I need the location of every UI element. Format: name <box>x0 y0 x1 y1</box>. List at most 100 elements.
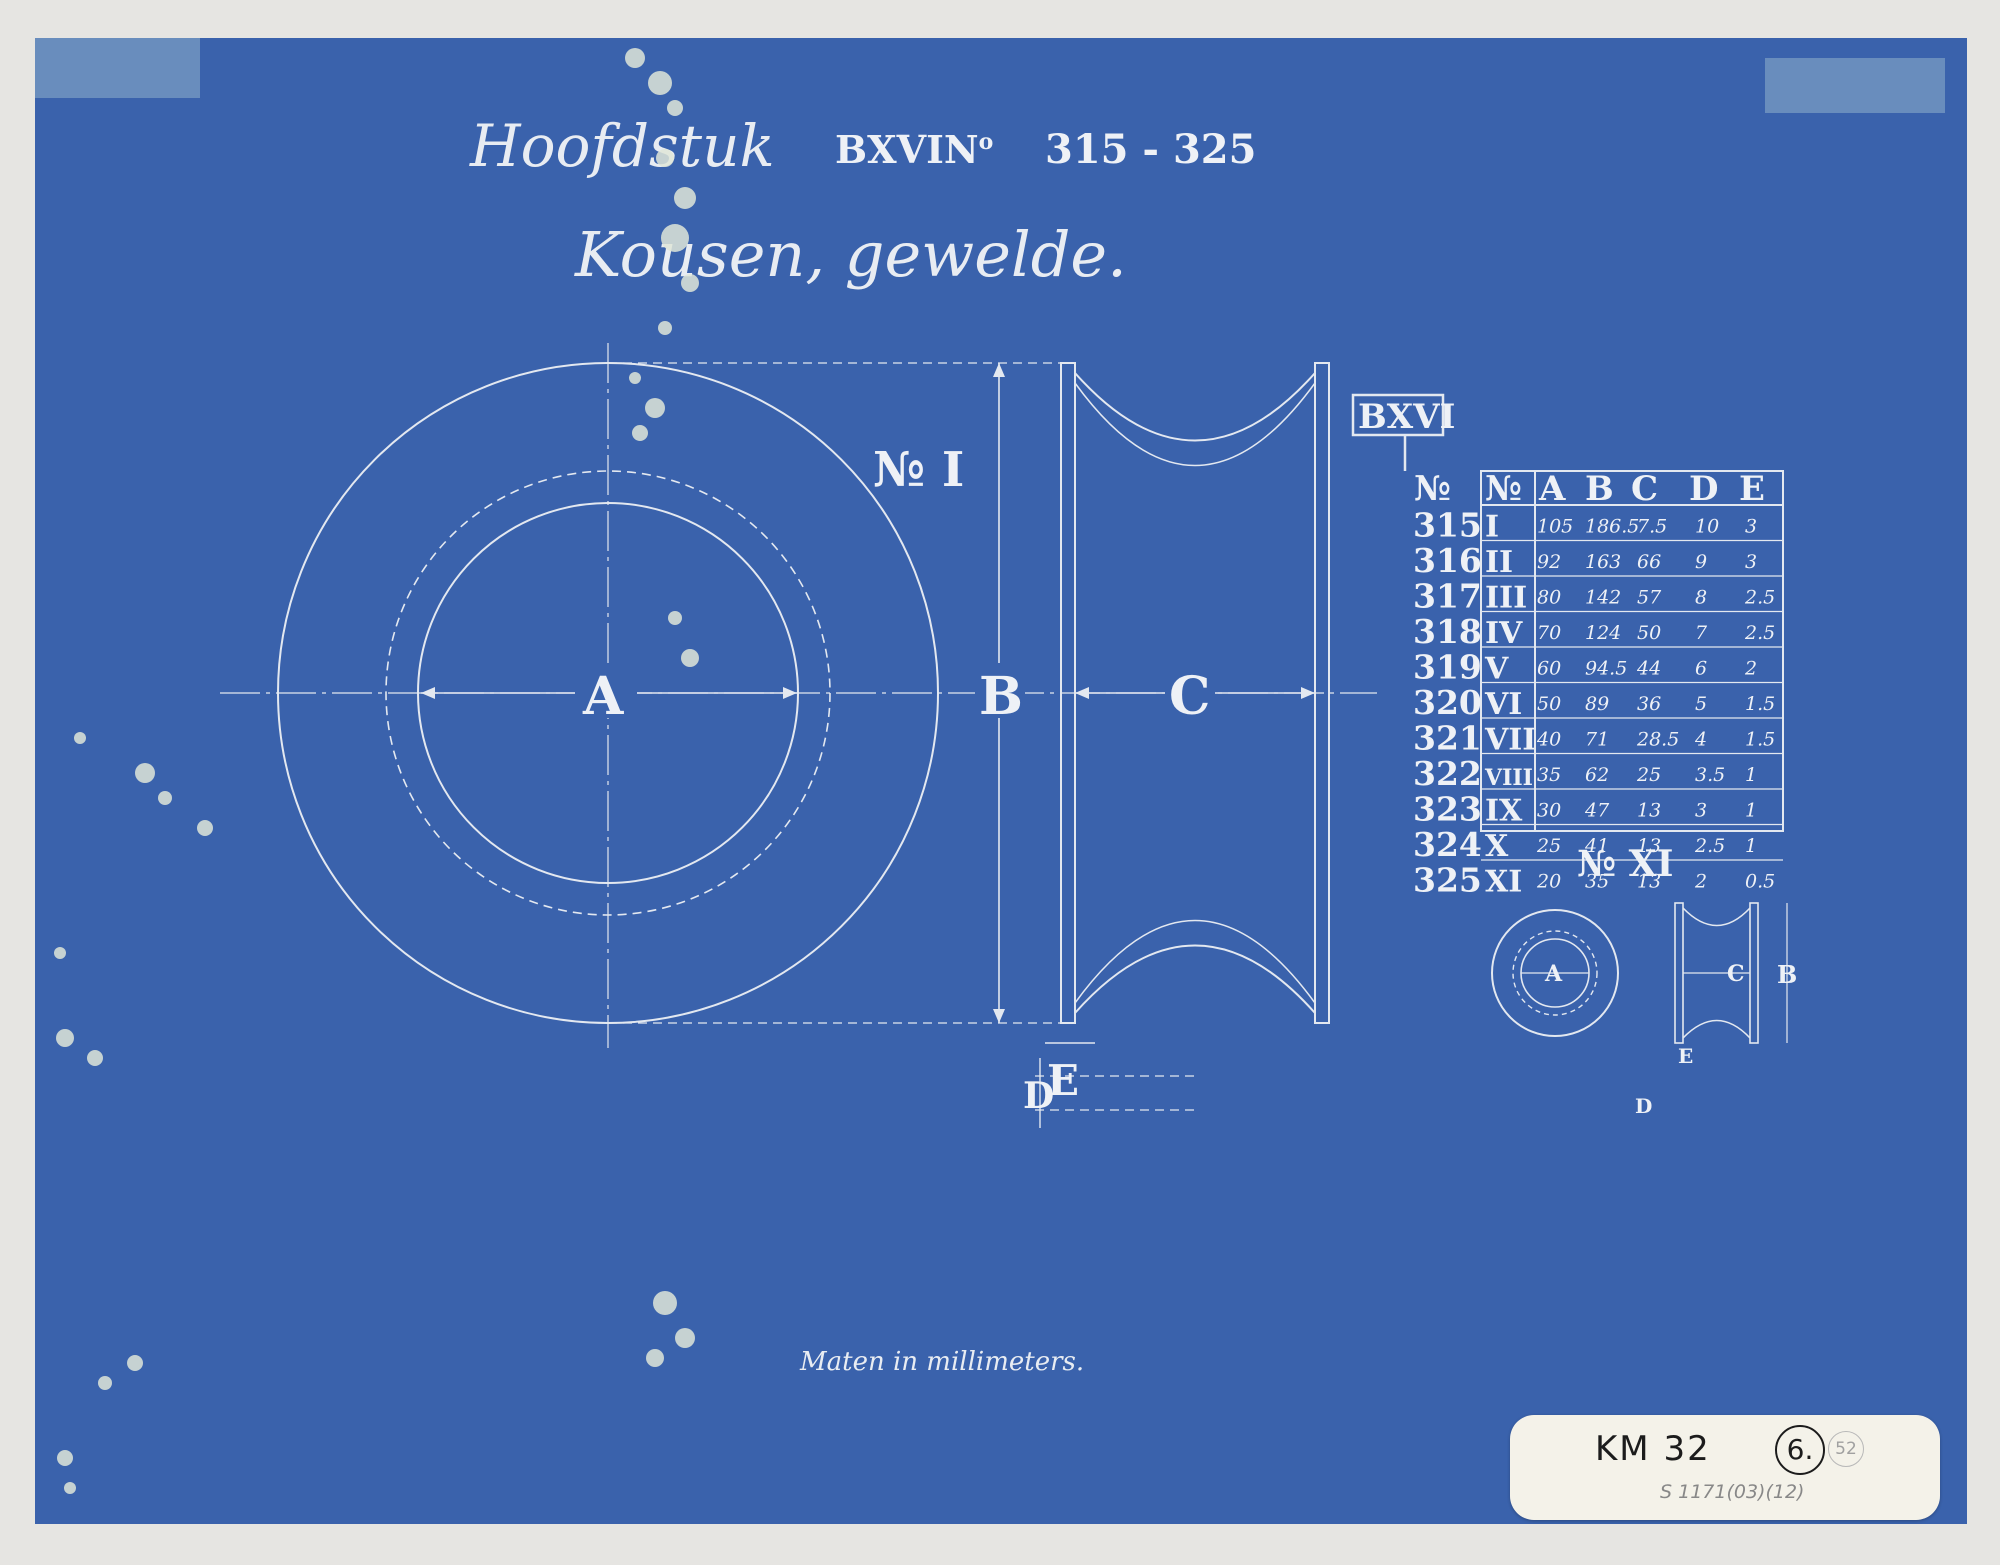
table-cell-c: 13 <box>1637 800 1661 822</box>
table-cell-a: 25 <box>1536 835 1561 857</box>
table-cell-b: 89 <box>1585 693 1609 715</box>
units-note: Maten in millimeters. <box>799 1347 1084 1377</box>
table-cell-b: 94.5 <box>1585 658 1627 680</box>
table-row-number: 315 <box>1413 506 1482 545</box>
bleach-spot <box>681 274 699 292</box>
title-code: BXVINo <box>835 127 993 172</box>
table-cell-b: 47 <box>1584 800 1610 822</box>
table-row-number: 324 <box>1413 825 1482 864</box>
bleach-spot <box>98 1376 112 1390</box>
table-cell-d: 8 <box>1695 587 1707 609</box>
table-cell-d: 2.5 <box>1694 835 1725 857</box>
table-group-label: BXVI <box>1358 397 1455 437</box>
table-row-roman: XI <box>1485 865 1522 900</box>
table-row-roman: VI <box>1484 687 1522 722</box>
dim-b-label-bg <box>975 663 1025 718</box>
small-bottom-groove <box>1682 1019 1751 1039</box>
bleach-spot <box>158 791 172 805</box>
subtitle: Kousen, gewelde. <box>574 218 1127 291</box>
table-cell-c: 36 <box>1637 693 1661 715</box>
bleach-spot <box>54 947 66 959</box>
table-row-roman: III <box>1485 581 1527 616</box>
blueprint-sheet: Hoofdstuk BXVINo 315 - 325 Kousen, gewel… <box>35 38 1967 1524</box>
table-header-cell: B <box>1585 469 1614 509</box>
dim-e-label: E <box>1047 1056 1079 1105</box>
table-cell-a: 105 <box>1537 516 1573 538</box>
archive-label: KM 32 6. 52 S 1171(03)(12) <box>1510 1415 1940 1520</box>
table-cell-d: 5 <box>1695 693 1707 715</box>
table-cell-c: 66 <box>1637 551 1661 573</box>
bleach-spot <box>674 187 696 209</box>
table-cell-c: 13 <box>1637 871 1661 893</box>
table-cell-a: 30 <box>1537 800 1561 822</box>
table-cell-c: 50 <box>1637 622 1661 644</box>
dim-b-arrow-top <box>993 363 1005 377</box>
table-cell-d: 7 <box>1695 622 1708 644</box>
table-row-roman: X <box>1485 829 1509 864</box>
bleach-spot <box>646 1349 664 1367</box>
small-left-flange <box>1674 902 1684 1044</box>
table-cell-d: 9 <box>1695 551 1707 573</box>
dim-b-arrow-bottom <box>993 1009 1005 1023</box>
bleach-spot <box>629 372 641 384</box>
bleach-spot <box>197 820 213 836</box>
table-cell-a: 40 <box>1536 729 1561 751</box>
table-cell-c: 25 <box>1636 764 1661 786</box>
archive-code: KM 32 <box>1595 1429 1711 1469</box>
table-row-roman: VII <box>1484 723 1536 758</box>
small-view-label: № XI <box>1577 843 1673 885</box>
small-dashed-circle <box>1512 930 1598 1016</box>
table-cell-c: 44 <box>1636 658 1661 680</box>
side-view: C D E <box>1023 362 1330 1128</box>
dim-a-arrow-left <box>421 687 435 699</box>
table-cell-e: 1.5 <box>1745 693 1775 715</box>
archive-faint-number: 52 <box>1828 1431 1864 1467</box>
table-cell-c: 7.5 <box>1637 516 1667 538</box>
tape-mark-right <box>1765 58 1945 113</box>
bleach-spot <box>74 732 86 744</box>
table-cell-d: 3.5 <box>1695 764 1725 786</box>
table-cell-e: 1 <box>1745 800 1757 822</box>
table-cell-e: 3 <box>1745 516 1757 538</box>
bleach-spot <box>57 1450 73 1466</box>
bleach-spot <box>127 1355 143 1371</box>
small-dim-a-label: A <box>1544 961 1563 987</box>
bleach-spot <box>668 611 682 625</box>
bleach-spot <box>681 649 699 667</box>
bleach-spot <box>656 149 674 167</box>
bottom-groove <box>1074 944 1316 1014</box>
dim-c-label: C <box>1169 666 1210 727</box>
bleach-spot <box>135 763 155 783</box>
table-row-number: 321 <box>1413 719 1482 758</box>
table-row-roman: I <box>1485 510 1499 545</box>
archive-subcode: S 1171(03)(12) <box>1660 1481 1805 1503</box>
table-row-number: 319 <box>1413 648 1482 687</box>
table-row-roman: II <box>1485 545 1513 580</box>
table-header-cell: C <box>1631 469 1658 509</box>
small-dim-d-label: D <box>1635 1094 1652 1118</box>
table-cell-e: 0.5 <box>1745 871 1775 893</box>
table-cell-a: 35 <box>1537 764 1561 786</box>
table-cell-a: 60 <box>1537 658 1561 680</box>
table-header-cell: E <box>1739 469 1765 509</box>
dim-c-label-bg <box>1165 663 1215 718</box>
bleach-spot <box>648 71 672 95</box>
table-header-cell: № <box>1485 469 1522 509</box>
bleach-spot <box>56 1029 74 1047</box>
table-cell-b: 163 <box>1585 551 1621 573</box>
table-cell-c: 57 <box>1637 587 1662 609</box>
bottom-groove-inner <box>1074 919 1316 1004</box>
dim-a-label: A <box>582 666 624 727</box>
table-row-number: 317 <box>1413 577 1482 616</box>
table-cell-a: 80 <box>1537 587 1561 609</box>
top-groove <box>1074 372 1316 442</box>
bleach-spots <box>54 48 699 1494</box>
table-cell-d: 4 <box>1694 729 1707 751</box>
table-cell-a: 50 <box>1537 693 1561 715</box>
table-header-cell: D <box>1689 469 1718 509</box>
table-cell-a: 92 <box>1537 551 1561 573</box>
table-row-number: 318 <box>1413 612 1482 651</box>
table-cell-e: 1 <box>1745 764 1757 786</box>
bleach-spot <box>87 1050 103 1066</box>
